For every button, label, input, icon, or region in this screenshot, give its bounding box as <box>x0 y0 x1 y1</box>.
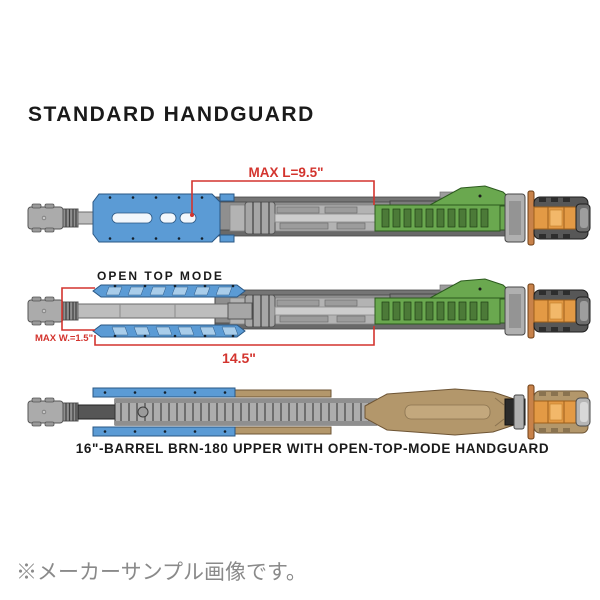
standard-handguard-figure: MAX L=9.5" <box>25 165 600 265</box>
open-top-handguard-overlay <box>76 283 254 339</box>
length-annotation: 14.5" <box>222 350 256 366</box>
open-top-mode-label: OPEN TOP MODE <box>97 269 224 283</box>
max-length-annotation: MAX L=9.5" <box>248 165 323 180</box>
length-dimension-bracket <box>94 326 375 346</box>
dimension-endpoint-dot <box>190 213 194 217</box>
open-top-mode-figure: MAX W.=1.5" 14.5" <box>25 275 600 366</box>
max-length-dimension-bracket <box>191 180 375 213</box>
full-upper-figure <box>25 375 600 445</box>
upper-top-view <box>28 385 590 439</box>
manufacturer-sample-footnote: ※メーカーサンプル画像です。 <box>16 561 307 584</box>
max-width-annotation: MAX W.=1.5" <box>35 333 93 344</box>
figure-caption: 16"-BARREL BRN-180 UPPER WITH OPEN-TOP-M… <box>75 441 550 456</box>
max-width-dimension-bracket <box>61 287 95 331</box>
standard-handguard-overlay <box>91 192 236 244</box>
page-title: STANDARD HANDGUARD <box>28 103 315 126</box>
